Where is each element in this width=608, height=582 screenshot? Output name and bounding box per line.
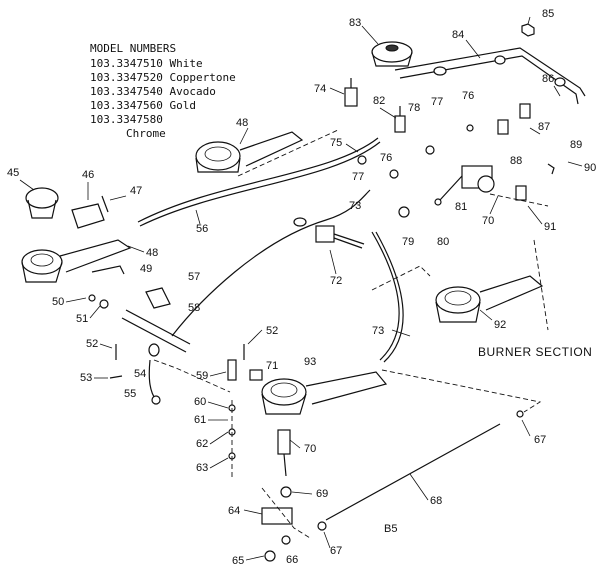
callout-label: 91 <box>544 221 556 233</box>
burner-left <box>21 187 132 283</box>
callout-label: 58 <box>188 302 200 314</box>
model-numbers-block: MODEL NUMBERS 103.3347510 White 103.3347… <box>90 42 236 140</box>
callout-label: 70 <box>304 443 316 455</box>
burner-top-left <box>195 131 304 173</box>
model-number-line: 103.3347540 Avocado <box>90 85 216 98</box>
air-shutter <box>121 287 191 353</box>
callout-label: 56 <box>196 223 208 235</box>
callout-label: 46 <box>82 169 94 181</box>
callout-label: 73 <box>372 325 384 337</box>
callout-label: 64 <box>228 505 240 517</box>
callout-label: 71 <box>266 360 278 372</box>
callout-label: 47 <box>130 185 142 197</box>
callout-label: 50 <box>52 296 64 308</box>
callout-label: 76 <box>462 90 474 102</box>
callout-label: 75 <box>330 137 342 149</box>
callout-label: 69 <box>316 488 328 500</box>
callout-labels: 83 85 84 74 86 82 78 77 76 48 87 75 76 8… <box>7 8 596 567</box>
burner-valves <box>344 78 531 135</box>
small-hardware <box>88 124 555 562</box>
callout-label: 78 <box>408 102 420 114</box>
model-numbers-heading: MODEL NUMBERS <box>90 42 176 55</box>
burner-right <box>435 275 544 323</box>
callout-label: 93 <box>304 356 316 368</box>
callout-label: 52 <box>86 338 98 350</box>
callout-label: 52 <box>266 325 278 337</box>
callout-label: 49 <box>140 263 152 275</box>
manifold-pipe <box>394 47 586 105</box>
callout-label: 85 <box>542 8 554 20</box>
section-title: BURNER SECTION <box>478 345 592 359</box>
callout-label: 76 <box>380 152 392 164</box>
callout-label: 67 <box>330 545 342 557</box>
callout-label: 57 <box>188 271 200 283</box>
model-number-line: 103.3347560 Gold <box>90 99 196 112</box>
control-valve <box>439 165 495 201</box>
callout-label: 92 <box>494 319 506 331</box>
callout-label: 62 <box>196 438 208 450</box>
callout-label: 81 <box>455 201 467 213</box>
callout-label: 45 <box>7 167 19 179</box>
model-number-line: 103.3347510 White <box>90 57 203 70</box>
model-number-line: 103.3347580 <box>90 113 163 126</box>
callout-label: 77 <box>431 96 443 108</box>
callout-label: 82 <box>373 95 385 107</box>
hex-nut <box>521 23 535 37</box>
callout-label: 80 <box>437 236 449 248</box>
callout-label: 89 <box>570 139 582 151</box>
assembly-lines <box>153 129 549 539</box>
callout-label: 87 <box>538 121 550 133</box>
callout-label: 48 <box>146 247 158 259</box>
orifice-holder <box>293 217 365 249</box>
callout-label: 90 <box>584 162 596 174</box>
callout-label: 67 <box>534 434 546 446</box>
page-code: B5 <box>384 523 397 535</box>
callout-label: 88 <box>510 155 522 167</box>
callout-label: 66 <box>286 554 298 566</box>
control-rod <box>325 423 501 521</box>
callout-label: 51 <box>76 313 88 325</box>
callout-label: 53 <box>80 372 92 384</box>
callout-label: 74 <box>314 83 326 95</box>
callout-label: 83 <box>349 17 361 29</box>
callout-label: 86 <box>542 73 554 85</box>
callout-label: 79 <box>402 236 414 248</box>
callout-label: 59 <box>196 370 208 382</box>
burner-bracket <box>71 195 109 229</box>
model-number-line: 103.3347520 Coppertone <box>90 71 236 84</box>
callout-label: 70 <box>482 215 494 227</box>
gas-regulator <box>371 41 413 67</box>
callout-label: 68 <box>430 495 442 507</box>
callout-label: 54 <box>134 368 146 380</box>
leader-lines <box>19 16 583 561</box>
callout-label: 55 <box>124 388 136 400</box>
callout-label: 48 <box>236 117 248 129</box>
model-number-line: Chrome <box>126 127 166 140</box>
callout-label: 60 <box>194 396 206 408</box>
callout-label: 63 <box>196 462 208 474</box>
callout-label: 73 <box>349 200 361 212</box>
burner-center <box>261 371 388 415</box>
callout-label: 72 <box>330 275 342 287</box>
callout-label: 77 <box>352 171 364 183</box>
callout-label: 65 <box>232 555 244 567</box>
spring-clip <box>91 265 125 275</box>
callout-label: 84 <box>452 29 464 41</box>
callout-label: 61 <box>194 414 206 426</box>
